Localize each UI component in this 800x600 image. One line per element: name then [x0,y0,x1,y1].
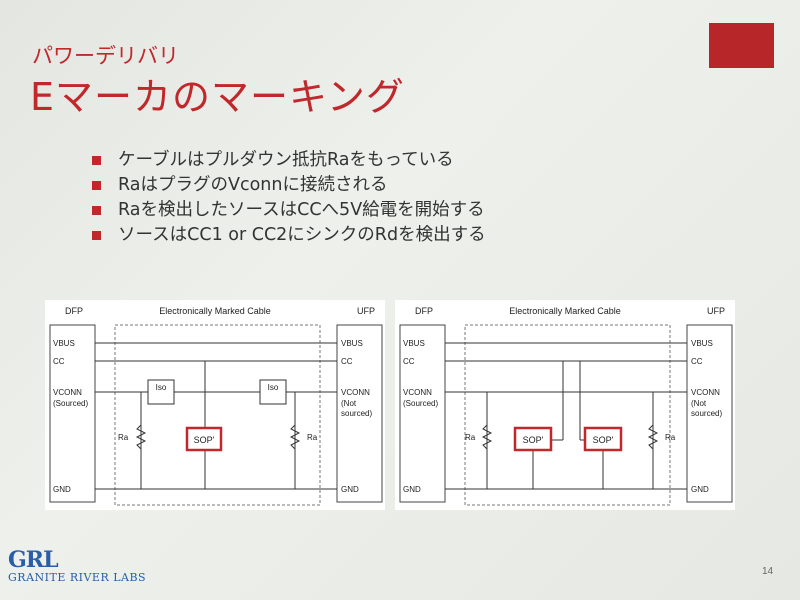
cable-diagram-dual-sop: DFP Electronically Marked Cable UFP VBUS… [395,300,735,510]
vconn-right: VCONN [691,388,720,397]
dfp-box [399,324,446,503]
ufp-box [686,324,733,503]
logo-text: GRANITE RIVER LABS [8,571,147,584]
bullet-item: RaはプラグのVconnに接続される [92,173,486,198]
cable-diagram-2-svg: DFP Electronically Marked Cable UFP VBUS… [395,300,735,510]
ra-right-resistor-icon [647,424,659,450]
diagram-background [45,300,385,510]
gnd-left: GND [53,485,71,494]
iso-box-right [259,379,287,405]
cable-label: Electronically Marked Cable [509,306,621,316]
page-number: 14 [762,566,774,577]
vconn-right-state-1: (Not [691,399,707,408]
logo-mark: GRL [8,547,59,573]
slide-subtitle: パワーデリバリ [32,44,179,68]
bullet-item: Raを検出したソースはCCへ5V給電を開始する [92,198,486,223]
vbus-right: VBUS [691,339,713,348]
vconn-left-state: (Sourced) [403,399,438,408]
ra-right-label: Ra [307,433,318,442]
diagram-background [395,300,735,510]
vbus-left: VBUS [53,339,75,348]
vconn-left: VCONN [53,388,82,397]
sop-label: SOP' [194,435,215,445]
bullet-square-icon [92,231,101,240]
ra-left-resistor-icon [135,424,147,450]
cable-diagram-iso: DFP Electronically Marked Cable UFP VBUS… [45,300,385,510]
bullet-square-icon [92,156,101,165]
vconn-right-state-2: sourced) [691,409,722,418]
gnd-right: GND [691,485,709,494]
iso-label-left: Iso [156,383,167,392]
vconn-left: VCONN [403,388,432,397]
gnd-right: GND [341,485,359,494]
sop-box-2 [583,426,623,452]
bullet-square-icon [92,206,101,215]
ra-right-label: Ra [665,433,676,442]
cc-right: CC [691,357,703,366]
sop-box [185,426,223,452]
bullet-item: ソースはCC1 or CC2にシンクのRdを検出する [92,223,486,248]
ra-right-resistor-icon [289,424,301,450]
cable-boundary [114,324,321,506]
sop-box-1 [513,426,553,452]
dfp-label: DFP [415,306,433,316]
accent-block [709,23,774,68]
cc-left: CC [403,357,415,366]
dfp-box [49,324,96,503]
slide-title: Eマーカのマーキング [30,75,405,119]
ra-left-label: Ra [465,433,476,442]
grl-logo: GRL GRANITE RIVER LABS [8,549,146,585]
sop-label-1: SOP' [523,435,544,445]
cable-label: Electronically Marked Cable [159,306,271,316]
iso-box-left [147,379,175,405]
bullet-text: ケーブルはプルダウン抵抗Raをもっている [118,150,454,170]
vbus-left: VBUS [403,339,425,348]
bullet-text: ソースはCC1 or CC2にシンクのRdを検出する [118,225,486,245]
cable-boundary [464,324,671,506]
vconn-right: VCONN [341,388,370,397]
vconn-left-state: (Sourced) [53,399,88,408]
cable-diagram-1-svg: DFP Electronically Marked Cable UFP VBUS… [45,300,385,510]
bullet-square-icon [92,181,101,190]
iso-label-right: Iso [268,383,279,392]
bullet-text: RaはプラグのVconnに接続される [118,175,388,195]
ra-left-resistor-icon [481,424,493,450]
vconn-right-state-2: sourced) [341,409,372,418]
dfp-label: DFP [65,306,83,316]
cc-right: CC [341,357,353,366]
vconn-right-state-1: (Not [341,399,357,408]
sop-label-2: SOP' [593,435,614,445]
ufp-label: UFP [707,306,725,316]
gnd-left: GND [403,485,421,494]
bullet-item: ケーブルはプルダウン抵抗Raをもっている [92,148,486,173]
ra-left-label: Ra [118,433,129,442]
ufp-box [336,324,383,503]
vbus-right: VBUS [341,339,363,348]
bullet-list: ケーブルはプルダウン抵抗Raをもっている RaはプラグのVconnに接続される … [92,148,486,248]
bullet-text: Raを検出したソースはCCへ5V給電を開始する [118,200,485,220]
cc-left: CC [53,357,65,366]
ufp-label: UFP [357,306,375,316]
